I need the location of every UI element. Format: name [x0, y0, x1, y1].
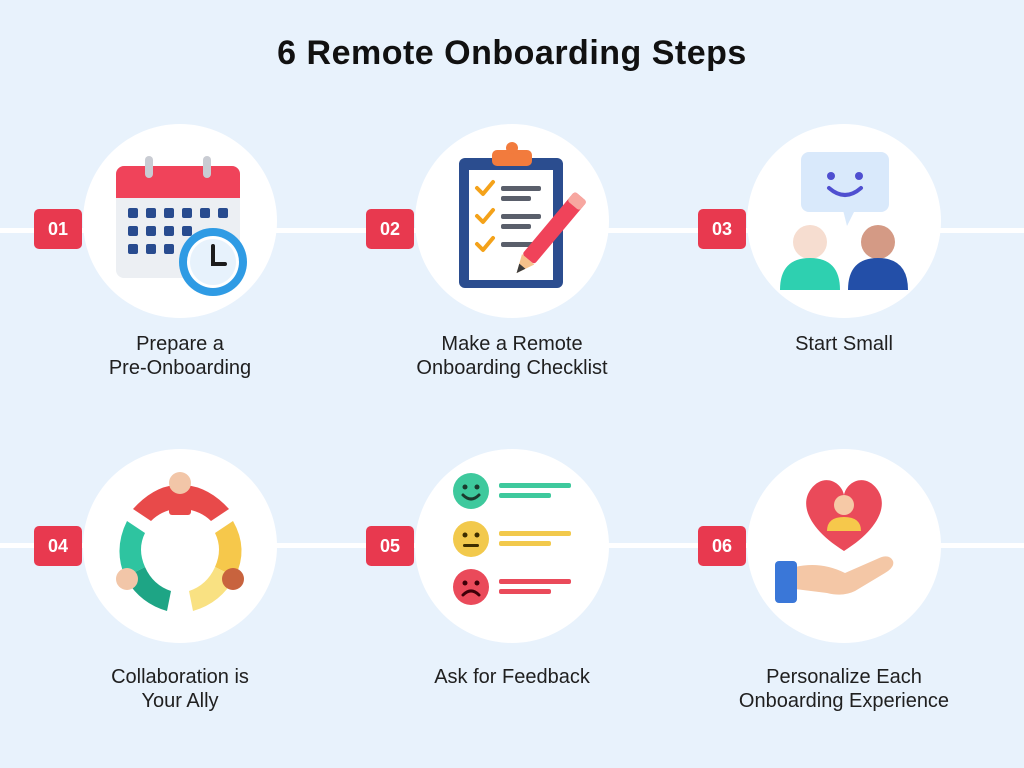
- step-3-icon-circle: [747, 124, 941, 318]
- step-2-badge: 02: [366, 209, 414, 249]
- step-2-icon-circle: [415, 124, 609, 318]
- clipboard-checklist-icon: [459, 142, 586, 288]
- step-6: 06 Personalize Each Onboarding Experienc…: [684, 449, 1004, 749]
- step-3: 03 Start Small: [684, 124, 1004, 424]
- page-title: 6 Remote Onboarding Steps: [277, 34, 747, 72]
- hand-heart-person-icon: [775, 480, 894, 603]
- step-1-label-line-1: Prepare a: [136, 333, 224, 355]
- step-3-label: Start Small: [684, 332, 1004, 356]
- step-4: 04 Collaboration is Your Ally: [20, 449, 340, 749]
- step-6-label-line-2: Onboarding Experience: [738, 690, 950, 712]
- step-4-label-line-1: Collaboration is: [111, 666, 249, 688]
- step-5-badge: 05: [366, 526, 414, 566]
- collaboration-circle-icon: [116, 472, 244, 611]
- step-6-label: Personalize Each Onboarding Experience: [684, 665, 1004, 713]
- feedback-faces-icon: [453, 473, 571, 605]
- step-3-badge: 03: [698, 209, 746, 249]
- step-1-icon-circle: [83, 124, 277, 318]
- step-3-label-line-1: Start Small: [795, 333, 893, 355]
- step-5-label-line-1: Ask for Feedback: [434, 666, 590, 688]
- step-2: 02 Make a Remote Onboarding Checklist: [352, 124, 672, 424]
- step-5: 05 Ask for Feedback: [352, 449, 672, 749]
- step-6-icon-circle: [747, 449, 941, 643]
- step-1-label-line-2: Pre-Onboarding: [108, 357, 252, 379]
- step-5-label: Ask for Feedback: [352, 665, 672, 689]
- people-chat-icon: [780, 152, 908, 290]
- calendar-clock-icon: [116, 156, 247, 296]
- step-1-label: Prepare a Pre-Onboarding: [20, 332, 340, 380]
- step-2-label: Make a Remote Onboarding Checklist: [352, 332, 672, 380]
- step-1: 01 Prepare a Pre-Onboarding: [20, 124, 340, 424]
- step-4-label-line-2: Your Ally: [141, 690, 219, 712]
- step-2-label-line-2: Onboarding Checklist: [416, 357, 608, 379]
- step-5-icon-circle: [415, 449, 609, 643]
- step-4-icon-circle: [83, 449, 277, 643]
- step-4-badge: 04: [34, 526, 82, 566]
- step-4-label: Collaboration is Your Ally: [20, 665, 340, 713]
- step-6-badge: 06: [698, 526, 746, 566]
- step-2-label-line-1: Make a Remote: [441, 333, 583, 355]
- step-6-label-line-1: Personalize Each: [766, 666, 922, 688]
- step-1-badge: 01: [34, 209, 82, 249]
